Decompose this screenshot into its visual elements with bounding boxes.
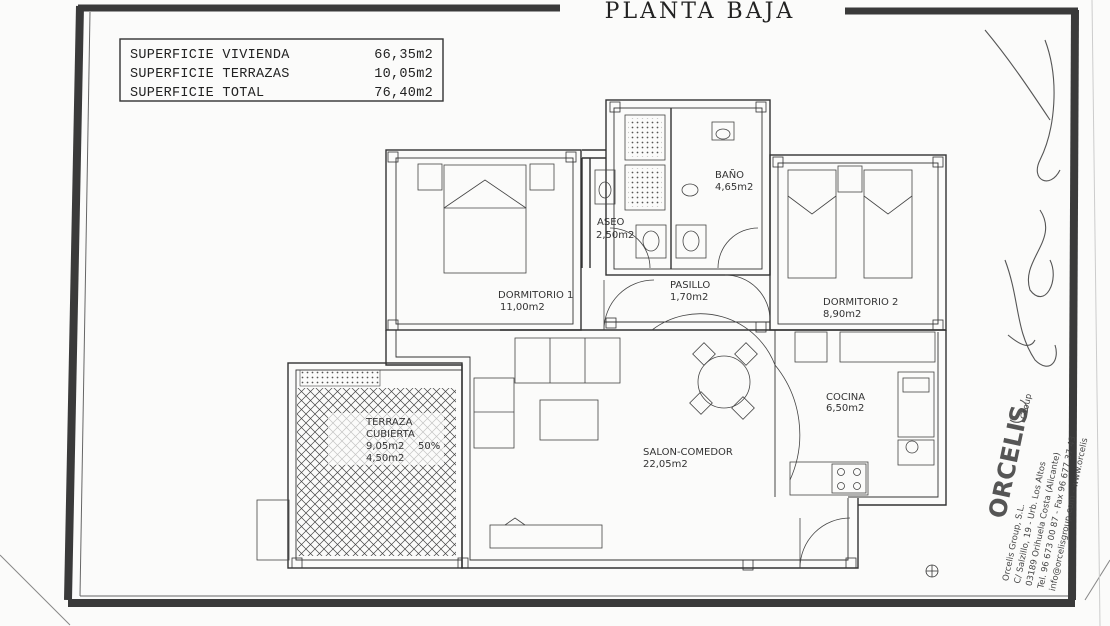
room-area-terraza: 9,05m2	[366, 441, 404, 452]
kitchen-fixtures-icon	[789, 331, 936, 496]
summary-label-vivienda: SUPERFICIE VIVIENDA	[130, 48, 290, 63]
room-name-salon: SALON-COMEDOR	[643, 447, 733, 458]
room-area2-terraza: 4,50m2	[366, 453, 404, 464]
room-labels: BAÑO 4,65m2 ASEO 2,50m2 PASILLO 1,70m2 D…	[365, 168, 898, 470]
doors	[603, 227, 851, 569]
room-name-cocina: COCINA	[826, 392, 865, 403]
walls	[287, 99, 947, 569]
terrace-label-bg	[328, 413, 444, 465]
sofa-icon	[473, 337, 621, 549]
room-name-aseo: ASEO	[597, 217, 625, 228]
room-area-salon: 22,05m2	[643, 459, 688, 470]
signature-scribble	[984, 29, 1061, 423]
summary-value-total: 76,40m2	[374, 86, 433, 101]
terrace-step	[256, 499, 290, 561]
room-pct-terraza: 50%	[418, 441, 440, 452]
room-name-bano: BAÑO	[715, 168, 744, 181]
room-area-dormitorio2: 8,90m2	[823, 309, 861, 320]
column-markers	[291, 101, 944, 571]
area-summary-box: SUPERFICIE VIVIENDA 66,35m2 SUPERFICIE T…	[119, 38, 444, 102]
double-bed-icon	[417, 163, 555, 274]
room-area-dormitorio1: 11,00m2	[500, 302, 545, 313]
room-area-cocina: 6,50m2	[826, 403, 864, 414]
summary-value-vivienda: 66,35m2	[374, 48, 433, 63]
terrace-planter	[299, 369, 381, 387]
room-name-dormitorio1: DORMITORIO 1	[498, 290, 573, 301]
room-name-terraza: TERRAZA	[365, 417, 413, 428]
room-area-pasillo: 1,70m2	[670, 292, 708, 303]
twin-beds-icon	[787, 165, 913, 279]
room-name-cubierta: CUBIERTA	[366, 429, 415, 440]
plan-title: PLANTA BAJA	[605, 0, 796, 24]
room-name-pasillo: PASILLO	[670, 280, 710, 291]
room-name-dormitorio2: DORMITORIO 2	[823, 297, 898, 308]
dining-table-icon	[689, 342, 758, 420]
summary-label-terrazas: SUPERFICIE TERRAZAS	[130, 67, 290, 82]
summary-label-total: SUPERFICIE TOTAL	[130, 86, 264, 101]
agency-stamp: ORCELIS Group Orcelis Group, S.L. C/ Sal…	[983, 393, 1090, 592]
summary-value-terrazas: 10,05m2	[374, 67, 433, 82]
room-area-aseo: 2,50m2	[596, 230, 634, 241]
room-area-bano: 4,65m2	[715, 182, 753, 193]
bathroom-fixtures-icon	[594, 114, 735, 259]
